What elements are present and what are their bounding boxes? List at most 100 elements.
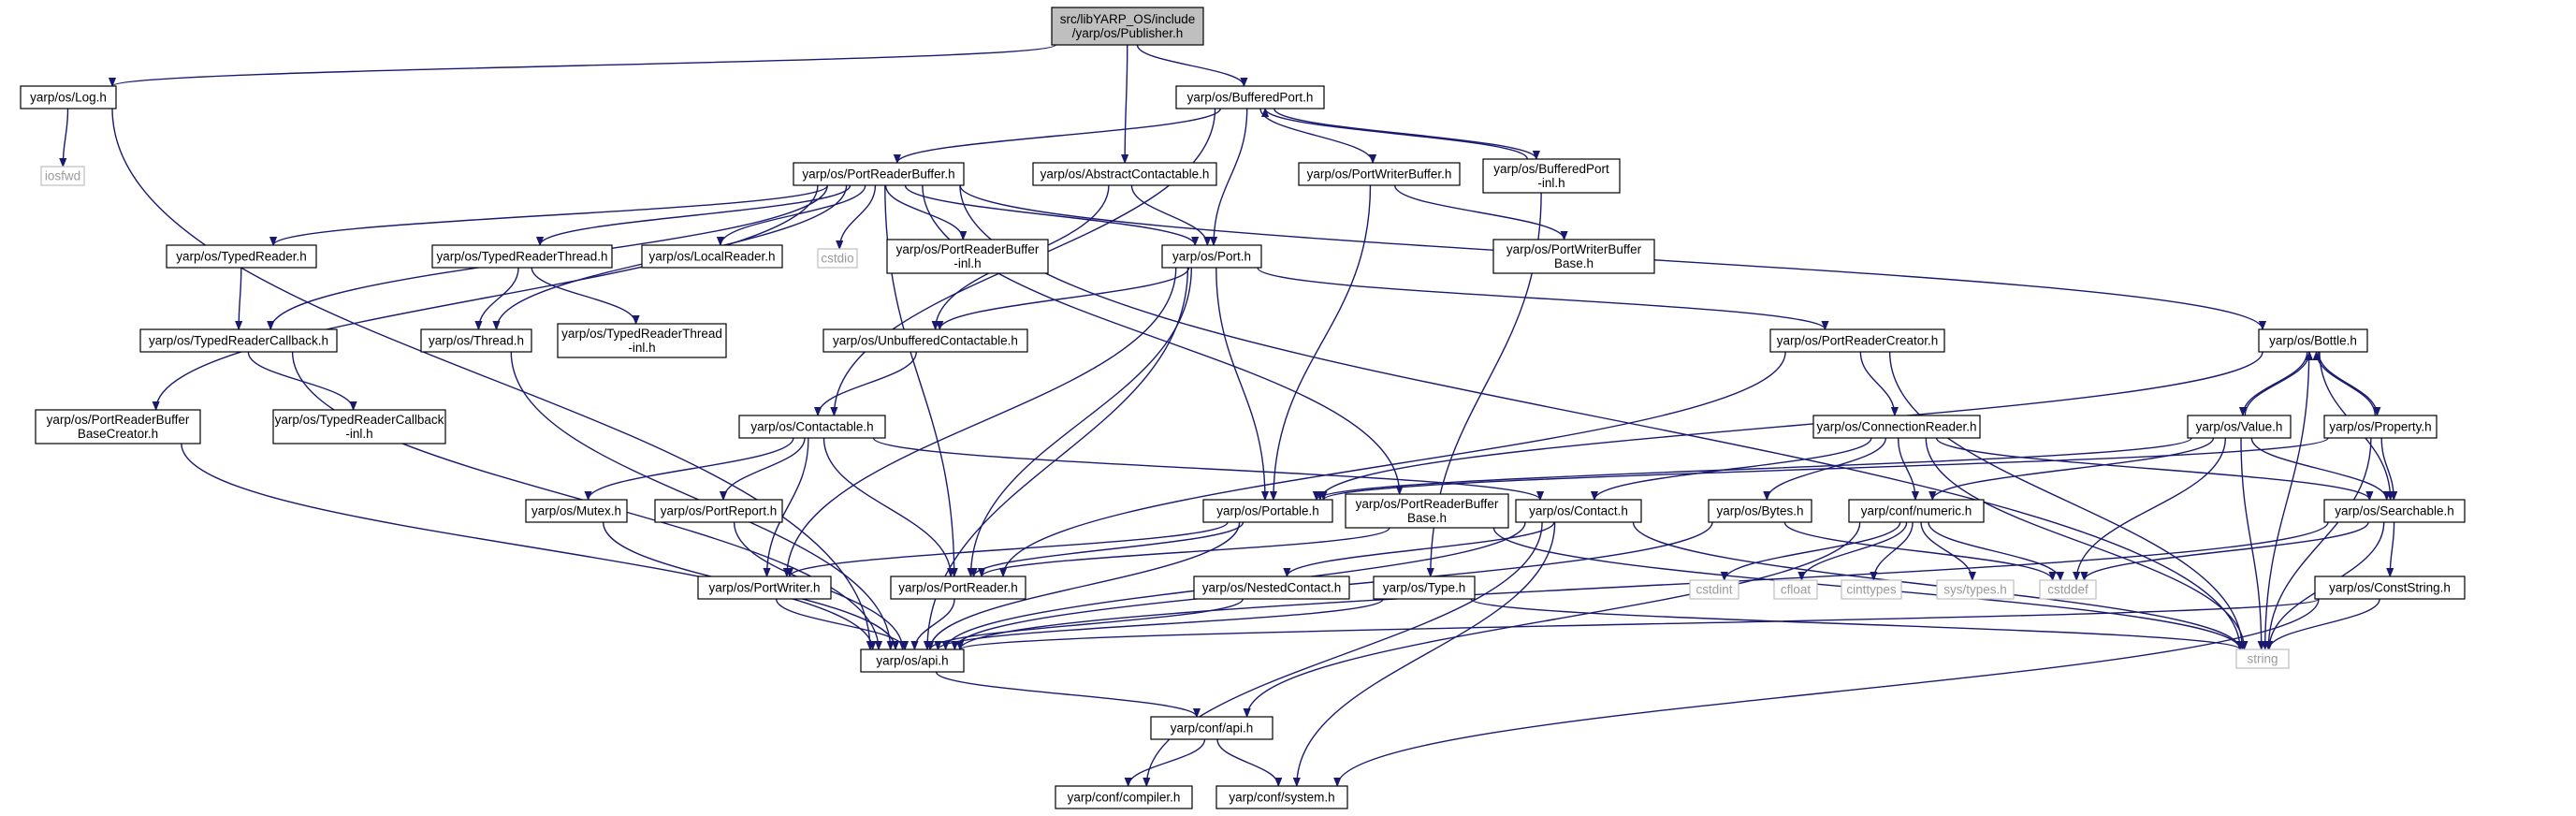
node-iosfwd: iosfwd: [40, 166, 85, 186]
edge-value-to-confnumeric: [1932, 437, 2215, 501]
node-typedreaderthread[interactable]: yarp/os/TypedReaderThread.h: [431, 244, 613, 269]
node-bufferedportinl[interactable]: yarp/os/BufferedPort-inl.h: [1482, 158, 1621, 194]
node-confapi[interactable]: yarp/conf/api.h: [1150, 716, 1273, 740]
node-confcompiler[interactable]: yarp/conf/compiler.h: [1055, 785, 1193, 809]
node-value[interactable]: yarp/os/Value.h: [2187, 415, 2292, 439]
edge-portreaderbuffer-to-localreader: [720, 184, 866, 246]
node-contactable[interactable]: yarp/os/Contactable.h: [738, 415, 886, 439]
node-api[interactable]: yarp/os/api.h: [860, 648, 965, 673]
node-label: -inl.h: [345, 427, 372, 441]
edge-confnumeric-to-cfloat: [1801, 521, 1908, 581]
node-label: yarp/os/BufferedPort: [1493, 162, 1609, 176]
node-typedreaderthreadinl[interactable]: yarp/os/TypedReaderThread-inl.h: [557, 323, 727, 358]
node-portwriterbuffer[interactable]: yarp/os/PortWriterBuffer.h: [1298, 162, 1461, 186]
edge-bufferedport-to-bufferedportinl: [1273, 108, 1536, 160]
node-typedreadercallbackinl[interactable]: yarp/os/TypedReaderCallback-inl.h: [272, 409, 446, 444]
node-label: Base.h: [1554, 256, 1594, 270]
node-confsystem[interactable]: yarp/conf/system.h: [1215, 785, 1348, 809]
node-thread[interactable]: yarp/os/Thread.h: [420, 328, 532, 353]
node-label: iosfwd: [45, 169, 80, 183]
node-bufferedport[interactable]: yarp/os/BufferedPort.h: [1175, 85, 1325, 109]
node-box: [860, 648, 965, 673]
node-connectionreader[interactable]: yarp/os/ConnectionReader.h: [1812, 415, 1981, 439]
edge-conststring-to-api: [960, 598, 2320, 650]
node-root[interactable]: src/libYARP_OS/include/yarp/os/Publisher…: [1051, 7, 1204, 46]
node-contact[interactable]: yarp/os/Contact.h: [1515, 499, 1642, 523]
edge-portreadercreator-to-portreader: [1003, 351, 1786, 576]
node-box: [1812, 415, 1981, 439]
edge-bufferedport-to-portreaderbuffer: [897, 108, 1221, 164]
edge-value-to-cstddef: [2076, 437, 2227, 580]
node-box: [1215, 785, 1348, 809]
edge-portable-to-portreader: [974, 521, 1244, 577]
node-bytes[interactable]: yarp/os/Bytes.h: [1708, 499, 1812, 523]
node-label: -inl.h: [628, 341, 655, 355]
node-box: [793, 162, 965, 186]
edge-portreaderbuffer-to-port: [904, 184, 1195, 246]
node-box: [1373, 576, 1476, 600]
node-port[interactable]: yarp/os/Port.h: [1161, 244, 1262, 269]
node-typedreader[interactable]: yarp/os/TypedReader.h: [166, 244, 317, 269]
node-portreadercreator[interactable]: yarp/os/PortReaderCreator.h: [1769, 328, 1945, 353]
node-portwriter[interactable]: yarp/os/PortWriter.h: [697, 576, 832, 600]
node-portreaderbufferinl[interactable]: yarp/os/PortReaderBuffer-inl.h: [886, 239, 1049, 274]
edge-confapi-to-confsystem: [1216, 738, 1278, 787]
node-cstddef: cstddef: [2039, 579, 2097, 600]
node-localreader[interactable]: yarp/os/LocalReader.h: [641, 244, 783, 269]
edge-port-to-portreader: [971, 267, 1193, 576]
edge-portreaderbufferbase-to-portreader: [982, 527, 1390, 577]
node-typedreadercallback[interactable]: yarp/os/TypedReaderCallback.h: [139, 328, 338, 353]
node-box: [40, 166, 85, 186]
edge-portable-to-portwriter: [790, 521, 1229, 577]
node-label: yarp/os/Searchable.h: [2335, 504, 2454, 518]
edge-confapi-to-confcompiler: [1128, 738, 1206, 787]
edge-conststring-to-string: [2269, 598, 2380, 650]
node-portable[interactable]: yarp/os/Portable.h: [1202, 499, 1333, 523]
edge-root-to-abstractcontactable: [1125, 44, 1128, 163]
node-label: cstdint: [1696, 583, 1732, 597]
edge-port-to-portable: [1215, 267, 1265, 500]
node-portreader[interactable]: yarp/os/PortReader.h: [890, 576, 1026, 600]
node-systypes: sys/types.h: [1936, 579, 2015, 600]
node-label: yarp/os/Mutex.h: [531, 504, 621, 518]
node-log[interactable]: yarp/os/Log.h: [20, 85, 117, 109]
node-conststring[interactable]: yarp/os/ConstString.h: [2314, 576, 2466, 600]
edge-bytes-to-cstddef: [1783, 521, 2052, 581]
node-label: yarp/os/PortReaderBuffer: [1356, 497, 1499, 511]
node-bottle[interactable]: yarp/os/Bottle.h: [2258, 328, 2368, 353]
node-label: -inl.h: [953, 256, 981, 270]
node-label: src/libYARP_OS/include: [1060, 12, 1196, 26]
node-property[interactable]: yarp/os/Property.h: [2323, 415, 2438, 439]
node-cinttypes: cinttypes: [1841, 579, 1902, 600]
edge-nestedcontact-to-api: [930, 598, 1244, 650]
node-label: yarp/os/TypedReaderCallback.h: [149, 334, 328, 348]
node-cfloat: cfloat: [1773, 579, 1818, 600]
node-label: yarp/os/Value.h: [2196, 420, 2283, 434]
node-box: [1298, 162, 1461, 186]
edge-portreadercreator-to-connectionreader: [1859, 351, 1895, 415]
edge-connectionreader-to-contact: [1594, 437, 1872, 501]
edge-log-to-iosfwd: [63, 108, 69, 167]
node-portreport[interactable]: yarp/os/PortReport.h: [654, 499, 783, 523]
node-searchable[interactable]: yarp/os/Searchable.h: [2323, 499, 2466, 523]
node-label: yarp/os/Type.h: [1383, 581, 1466, 595]
node-mutex[interactable]: yarp/os/Mutex.h: [525, 499, 628, 523]
edge-contactable-to-portwriter: [767, 437, 809, 576]
node-abstractcontactable[interactable]: yarp/os/AbstractContactable.h: [1032, 162, 1217, 186]
node-box: [2314, 576, 2466, 600]
node-label: -inl.h: [1537, 176, 1565, 190]
node-type[interactable]: yarp/os/Type.h: [1373, 576, 1476, 600]
edge-value-to-portable: [1317, 437, 2192, 501]
node-portreaderbuffer[interactable]: yarp/os/PortReaderBuffer.h: [793, 162, 965, 186]
edge-confnumeric-to-cstdint: [1725, 521, 1901, 581]
node-label: yarp/os/Portable.h: [1216, 504, 1319, 518]
node-box: [817, 248, 858, 269]
edge-property-to-searchable: [2380, 437, 2394, 500]
edge-confnumeric-to-cstddef: [1928, 521, 2060, 581]
node-confnumeric[interactable]: yarp/conf/numeric.h: [1848, 499, 1985, 523]
node-unbufferedcontactable[interactable]: yarp/os/UnbufferedContactable.h: [822, 328, 1028, 353]
node-nestedcontact[interactable]: yarp/os/NestedContact.h: [1193, 576, 1350, 600]
